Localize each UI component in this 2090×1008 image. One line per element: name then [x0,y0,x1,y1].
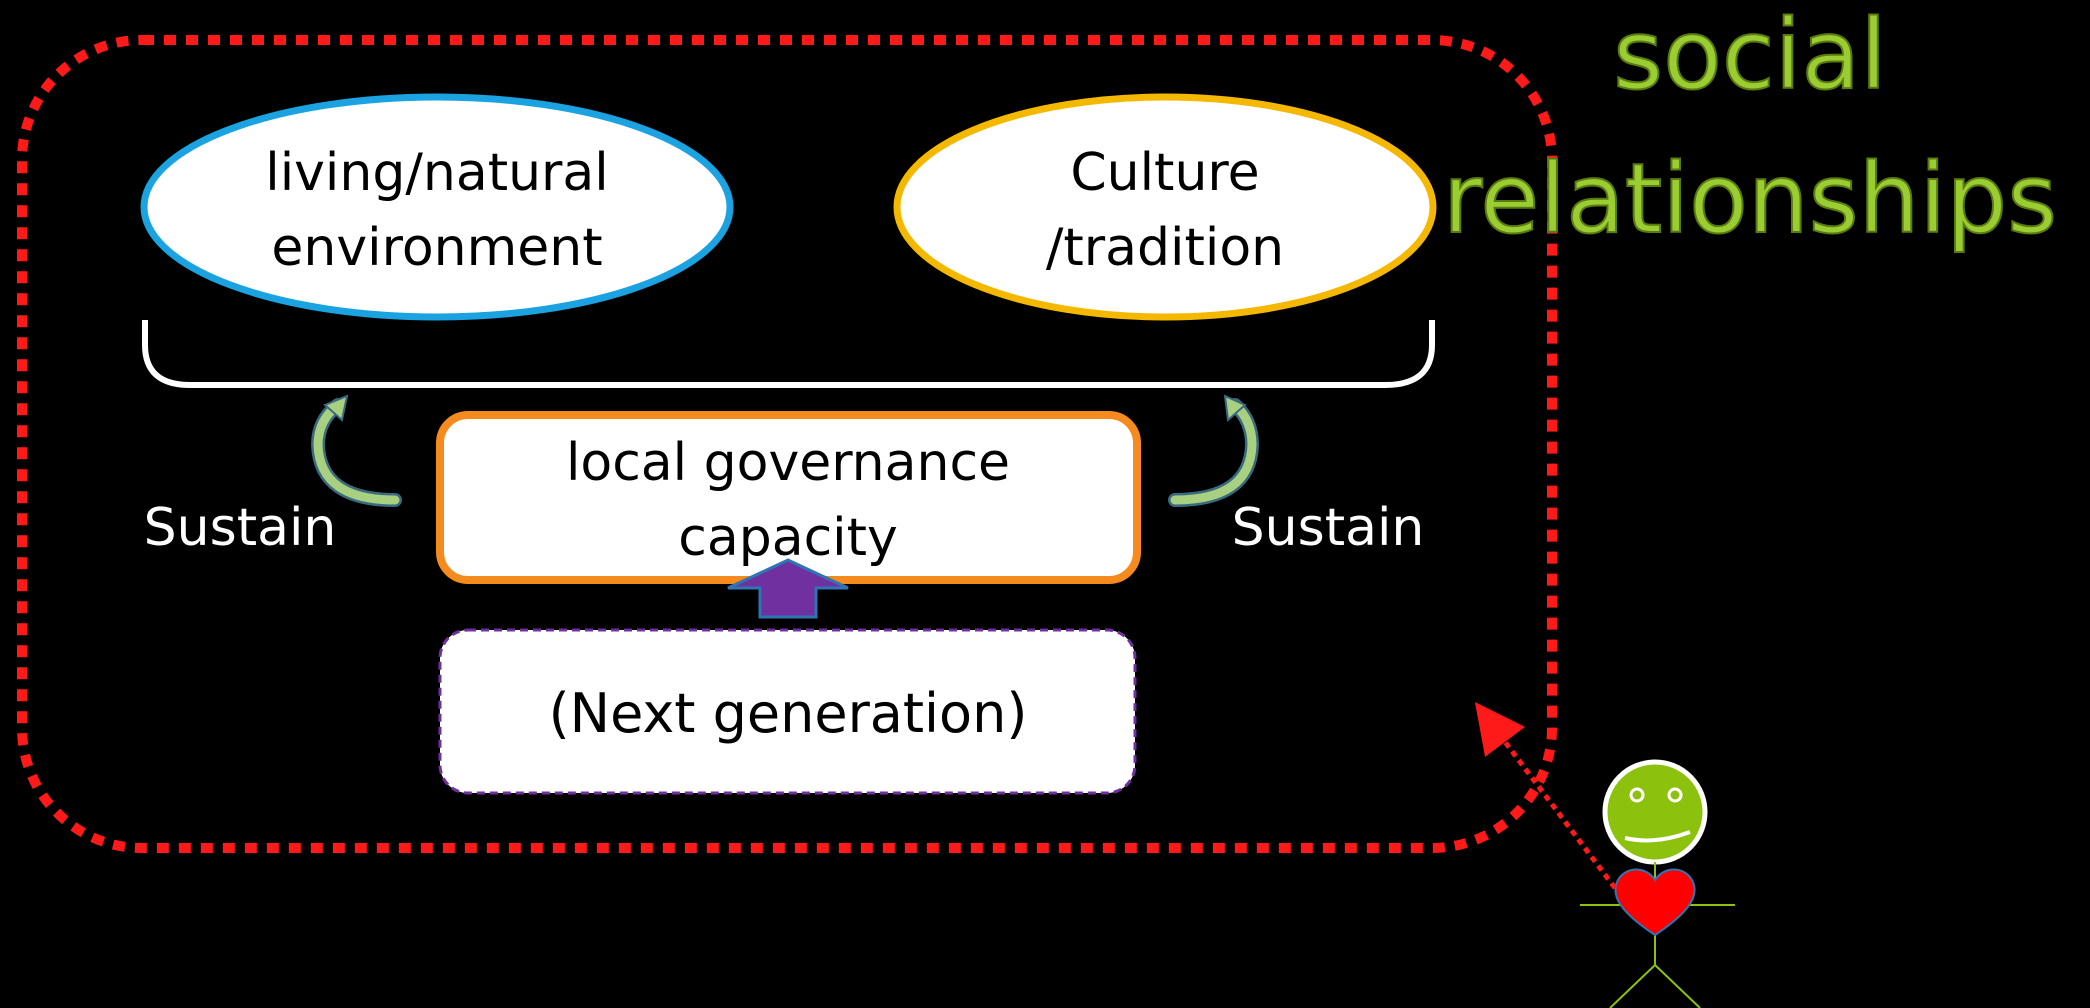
environment-node: living/natural environment [140,93,734,321]
smiley-face-icon [1602,759,1708,865]
culture-line1: Culture [1070,143,1259,203]
title-line2: relationships [1443,143,2057,255]
right-curved-arrow-icon [1168,394,1260,507]
sustain-right-label: Sustain [1232,498,1425,558]
governance-line1: local governance [566,433,1010,493]
culture-line2: /tradition [1046,218,1284,278]
next-generation-node: (Next generation) [438,628,1137,795]
person-figure [1580,759,1735,1008]
governance-line2: capacity [678,508,898,568]
environment-line2: environment [271,218,602,278]
left-curved-arrow-icon [310,394,402,507]
culture-node: Culture /tradition [893,93,1437,321]
governance-node: local governance capacity [436,411,1141,584]
next-generation-label: (Next generation) [549,682,1028,745]
social-boundary [17,35,1557,853]
title-line1: social [1613,0,1887,111]
connection-arrow [1474,702,1617,890]
grouping-bracket [142,320,1435,388]
heart-icon [1614,868,1696,937]
sustain-left-label: Sustain [144,498,337,558]
up-arrow-icon [727,558,849,619]
environment-line1: living/natural [265,143,608,203]
